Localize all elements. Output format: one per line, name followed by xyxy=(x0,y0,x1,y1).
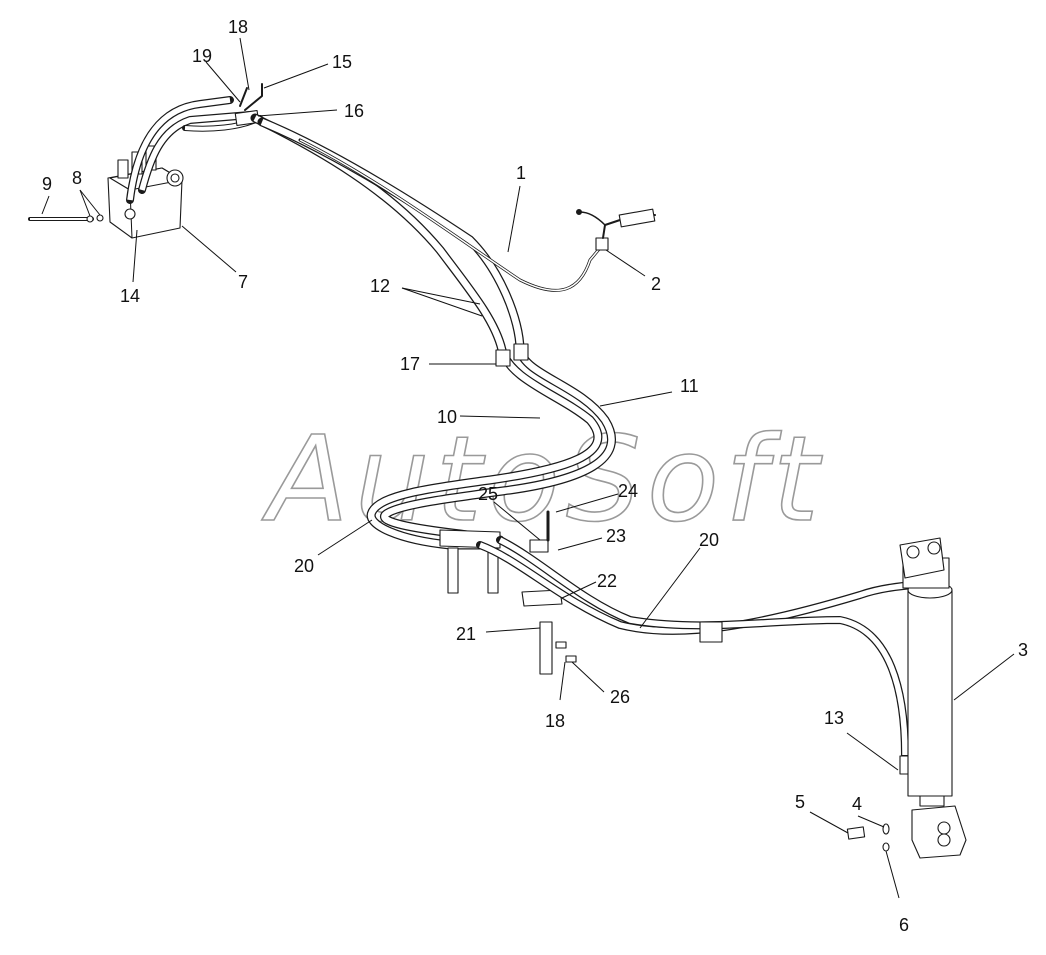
hoses-main xyxy=(250,113,656,550)
callout-4: 4 xyxy=(852,794,862,814)
callout-19: 19 xyxy=(192,46,212,66)
pin-5 xyxy=(846,823,890,852)
callout-16: 16 xyxy=(344,101,364,121)
callout-20-left: 20 xyxy=(294,556,314,576)
callout-11: 11 xyxy=(680,376,699,396)
callout-5: 5 xyxy=(795,792,805,812)
callout-9: 9 xyxy=(42,174,52,194)
callout-6: 6 xyxy=(899,915,909,935)
callout-1: 1 xyxy=(516,163,526,183)
callout-12: 12 xyxy=(370,276,390,296)
callout-26: 26 xyxy=(610,687,630,707)
watermark-text: AutoSoft xyxy=(261,410,825,548)
callout-10: 10 xyxy=(437,407,457,427)
callout-17: 17 xyxy=(400,354,420,374)
callout-20-right: 20 xyxy=(699,530,719,550)
callout-14: 14 xyxy=(120,286,140,306)
callout-3: 3 xyxy=(1018,640,1028,660)
callout-22: 22 xyxy=(597,571,617,591)
callout-13: 13 xyxy=(824,708,844,728)
callout-23: 23 xyxy=(606,526,626,546)
callout-25: 25 xyxy=(478,484,498,504)
leader-lines xyxy=(41,37,1015,899)
callout-18-top: 18 xyxy=(228,17,248,37)
hoses-lower xyxy=(476,536,919,775)
callout-15: 15 xyxy=(332,52,352,72)
callout-21: 21 xyxy=(456,624,476,644)
callout-2: 2 xyxy=(651,274,661,294)
callout-7: 7 xyxy=(238,272,248,292)
callout-18-bottom: 18 xyxy=(545,711,565,731)
bolt-9 xyxy=(28,214,104,223)
valve-block xyxy=(107,145,184,239)
callout-24: 24 xyxy=(618,481,638,501)
hydraulic-cylinder xyxy=(899,537,967,859)
callout-8: 8 xyxy=(72,168,82,188)
callouts: 1 2 3 4 5 6 7 8 9 10 11 12 13 14 15 16 1… xyxy=(42,17,1028,935)
